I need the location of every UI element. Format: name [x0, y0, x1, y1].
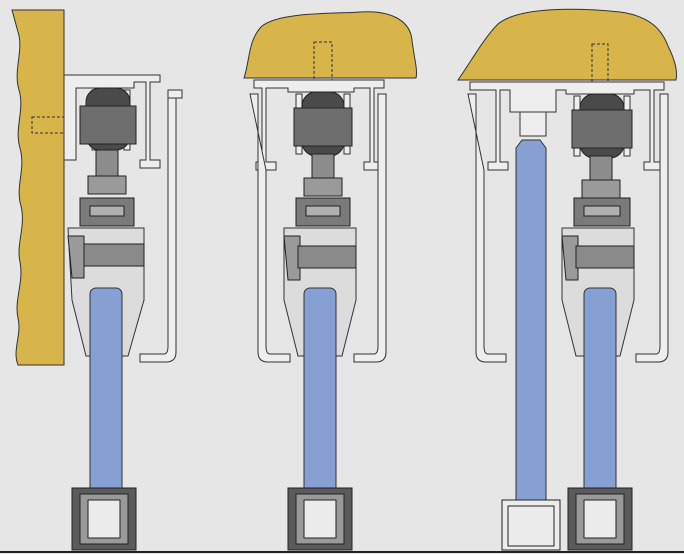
- carriage-wheel: [79, 87, 137, 151]
- panel-ceiling-double: [457, 8, 677, 551]
- hanger-bolt: [295, 153, 351, 227]
- glass-fixed-panel: [515, 139, 547, 535]
- track-profile: [249, 79, 387, 363]
- ceiling-wood: [243, 11, 417, 79]
- panel-wall-mounted: [11, 9, 183, 551]
- carriage-wheel: [293, 91, 353, 157]
- glass-door-sliding: [583, 287, 617, 521]
- floor-guide: [71, 487, 137, 551]
- ceiling-wood: [457, 8, 677, 81]
- floor-guide: [567, 487, 633, 551]
- floor-guide: [287, 487, 353, 551]
- ceiling-screw-hidden: [591, 43, 609, 93]
- glass-door: [303, 287, 337, 521]
- wall-wood: [11, 9, 65, 366]
- fixed-glass-floor-channel: [501, 499, 561, 551]
- hanger-bolt: [79, 149, 135, 227]
- panel-ceiling-single: [243, 11, 417, 551]
- glass-door: [89, 287, 123, 521]
- hanger-bolt: [573, 155, 631, 227]
- carriage-wheel: [571, 93, 633, 159]
